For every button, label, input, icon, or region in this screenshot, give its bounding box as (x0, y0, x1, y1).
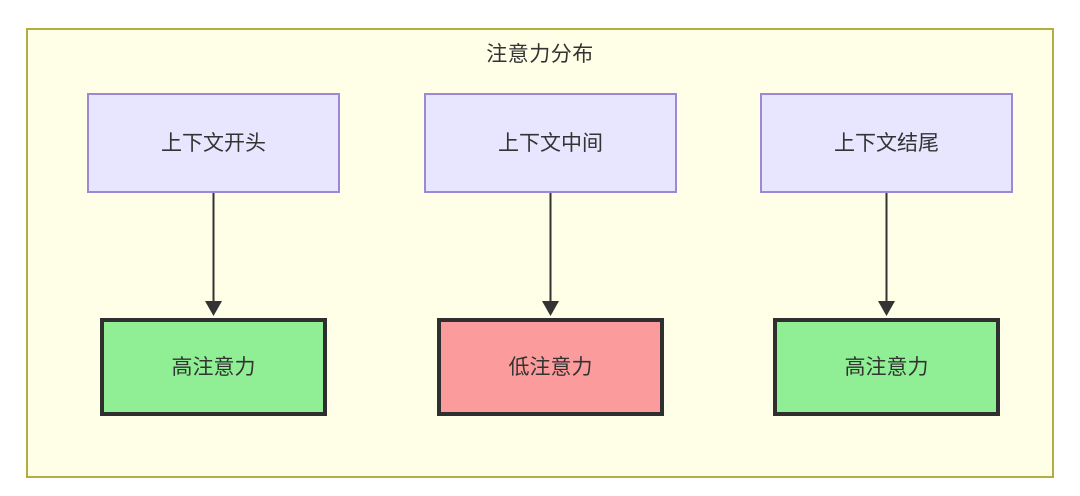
node-context-start[interactable]: 上下文开头 (87, 93, 340, 193)
node-label: 高注意力 (171, 355, 256, 379)
node-high-attention-start[interactable]: 高注意力 (100, 318, 327, 416)
node-high-attention-end[interactable]: 高注意力 (773, 318, 1000, 416)
node-low-attention-middle[interactable]: 低注意力 (437, 318, 664, 416)
node-label: 上下文结尾 (834, 131, 939, 155)
node-label: 上下文开头 (161, 131, 266, 155)
node-label: 高注意力 (844, 355, 929, 379)
node-label: 上下文中间 (498, 131, 603, 155)
node-context-end[interactable]: 上下文结尾 (760, 93, 1013, 193)
node-label: 低注意力 (508, 355, 593, 379)
node-context-middle[interactable]: 上下文中间 (424, 93, 677, 193)
subgraph-title: 注意力分布 (486, 43, 594, 66)
